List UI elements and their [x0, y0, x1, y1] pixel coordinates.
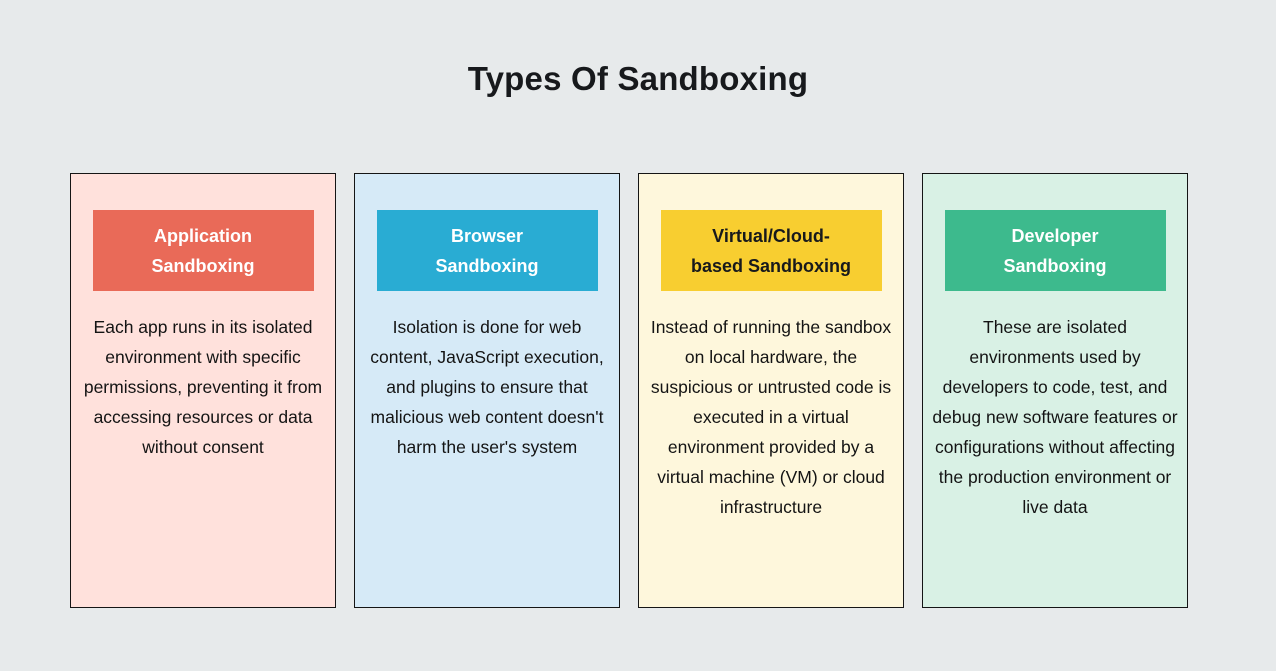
card-header-virtual-cloud-based-sandboxing: Virtual/Cloud- based Sandboxing — [660, 210, 882, 291]
card-header-application-sandboxing: Application Sandboxing — [92, 210, 314, 291]
card-title-line: Application — [154, 225, 252, 246]
cards-row: Application Sandboxing Each app runs in … — [70, 173, 1188, 608]
card-title-line: Browser — [450, 225, 524, 246]
card-header-browser-sandboxing: Browser Sandboxing — [376, 210, 598, 291]
card-description-application-sandboxing: Each app runs in its isolated environmen… — [83, 317, 323, 457]
card-description-virtual-cloud-based-sandboxing: Instead of running the sandbox on local … — [650, 317, 892, 517]
card-title-line: Sandboxing — [435, 255, 539, 276]
card-title-line: Sandboxing — [151, 255, 255, 276]
page-title: Types Of Sandboxing — [467, 60, 809, 97]
card-title-line: Virtual/Cloud- — [712, 225, 830, 246]
card-virtual-cloud-based-sandboxing: Virtual/Cloud- based Sandboxing Instead … — [638, 173, 904, 608]
card-description-browser-sandboxing: Isolation is done for web content, JavaS… — [370, 317, 604, 457]
card-browser-sandboxing: Browser Sandboxing Isolation is done for… — [354, 173, 620, 608]
card-title-line: based Sandboxing — [690, 255, 852, 276]
card-application-sandboxing: Application Sandboxing Each app runs in … — [70, 173, 336, 608]
card-developer-sandboxing: Developer Sandboxing These are isolated … — [922, 173, 1188, 608]
card-title-line: Sandboxing — [1003, 255, 1107, 276]
card-title-line: Developer — [1011, 225, 1099, 246]
card-description-developer-sandboxing: These are isolated environments used by … — [932, 317, 1178, 517]
card-header-developer-sandboxing: Developer Sandboxing — [944, 210, 1166, 291]
